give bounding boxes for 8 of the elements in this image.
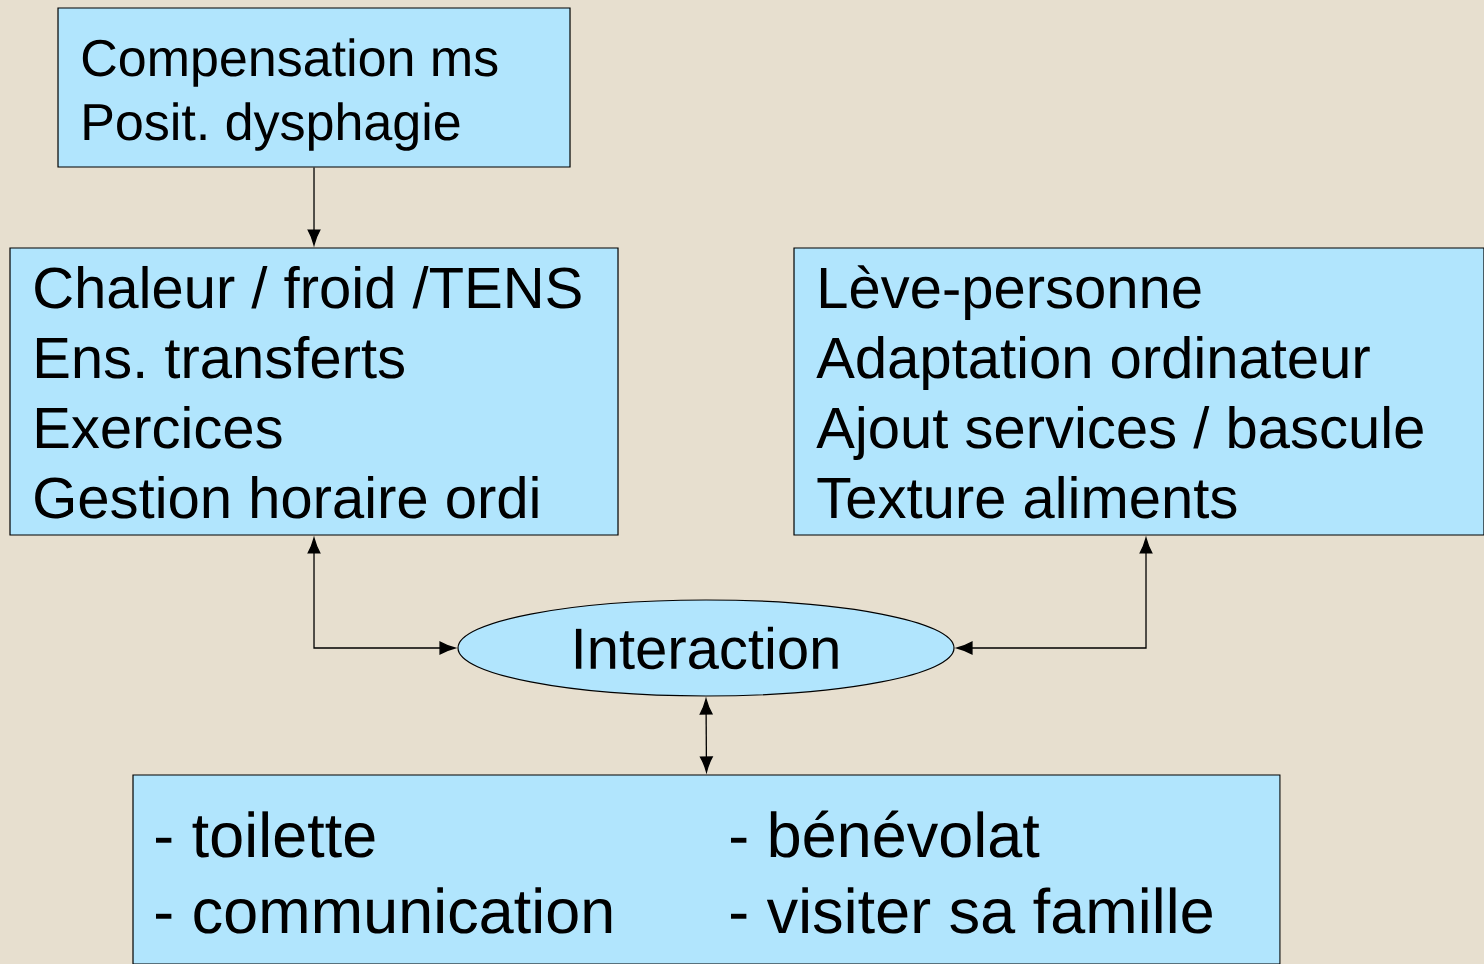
- text-box: Compensation ms Posit. dysphagie: [57, 7, 571, 168]
- arrow: [307, 537, 456, 655]
- arrow: [699, 698, 713, 773]
- text-box: Chaleur / froid /TENS Ens. transferts Exercices Gestion horaire ordi: [9, 247, 619, 536]
- text-box: - toilette - communication - bénévolat - visiter sa famille: [132, 774, 1281, 964]
- arrow: [307, 166, 321, 246]
- arrow: [956, 537, 1153, 655]
- text-box: Lève-personne Adaptation ordinateur Ajout services / bascule Texture aliments: [793, 247, 1484, 536]
